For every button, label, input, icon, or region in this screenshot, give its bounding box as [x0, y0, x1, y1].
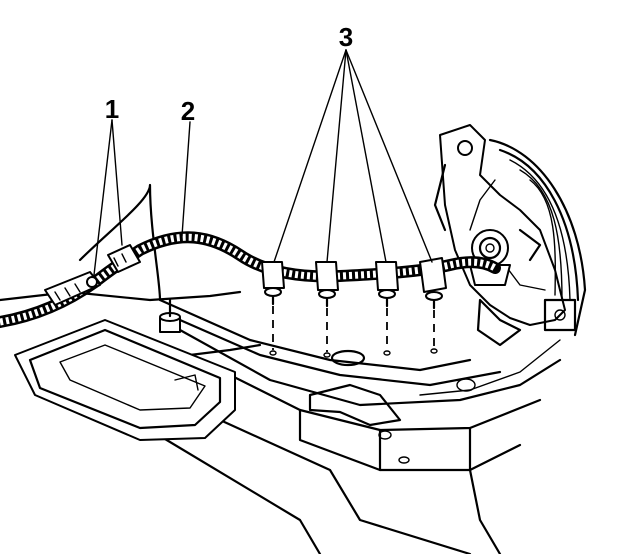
- clip-install-guides: [269, 306, 438, 358]
- harness-connector-upper: [107, 244, 141, 273]
- harness-clip-2: [315, 261, 339, 308]
- callout-1: 1: [105, 94, 119, 124]
- subframe-bolt: [159, 298, 181, 333]
- callout-2: 2: [181, 96, 195, 126]
- harness-clip-4: [419, 257, 447, 310]
- callout-3: 3: [339, 22, 353, 52]
- leader-lines: [93, 49, 433, 276]
- harness-clip-1: [261, 261, 285, 306]
- harness-clip-3: [375, 261, 399, 308]
- harness-connector-lower: [44, 271, 101, 306]
- steering-knuckle: [433, 124, 587, 347]
- drain-tray: [14, 319, 236, 441]
